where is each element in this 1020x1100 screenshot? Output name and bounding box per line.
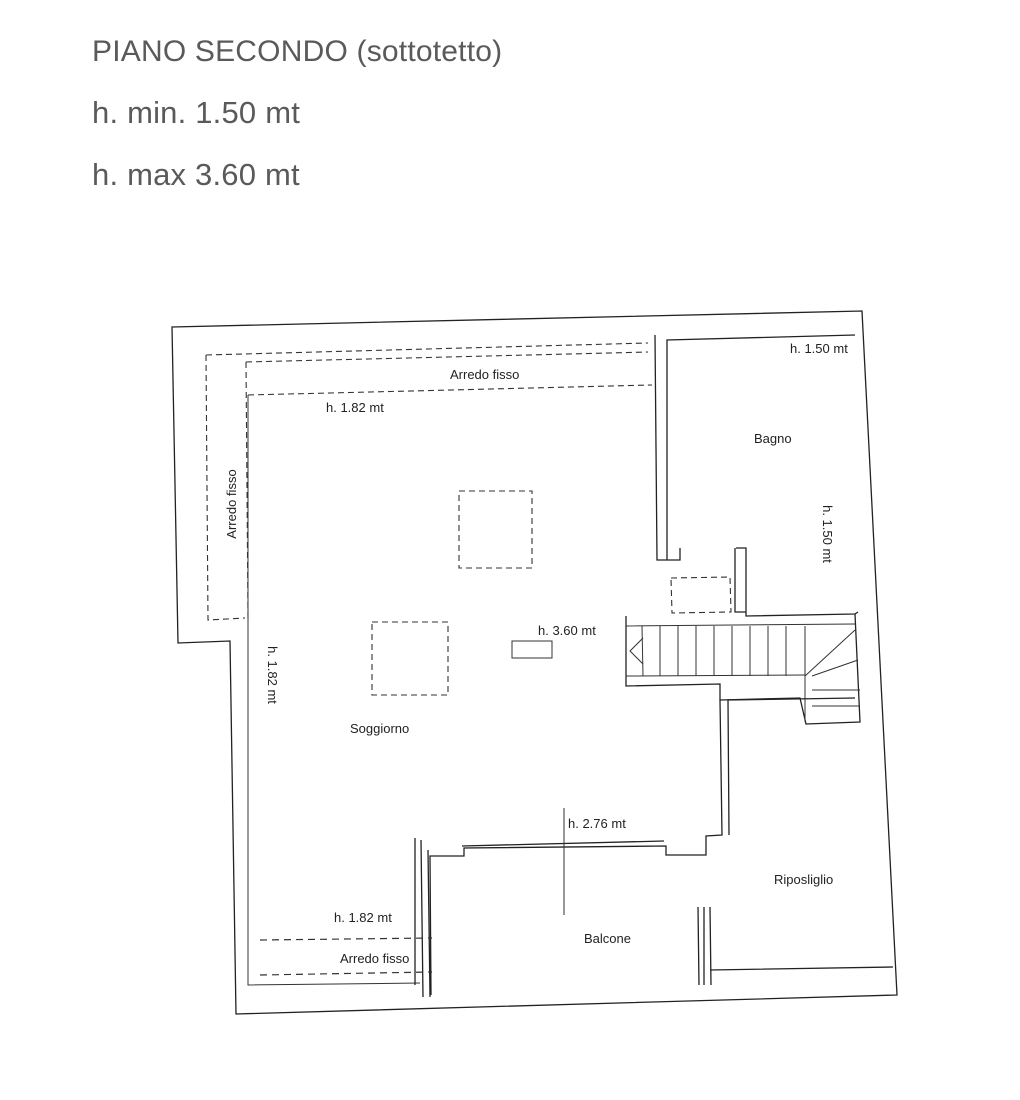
label-bagno: Bagno bbox=[754, 431, 792, 446]
arredo-fisso-bottom-zone bbox=[259, 937, 433, 976]
label-riposliglio: Riposliglio bbox=[774, 872, 833, 887]
label-h-360: h. 3.60 mt bbox=[538, 623, 596, 638]
label-h-182-top: h. 1.82 mt bbox=[326, 400, 384, 415]
label-h-276: h. 2.76 mt bbox=[568, 816, 626, 831]
arredo-fisso-left-zone bbox=[205, 354, 249, 621]
small-fixture bbox=[511, 640, 553, 659]
storage-walls bbox=[414, 699, 723, 998]
riposliglio-wall bbox=[709, 697, 894, 971]
outer-boundary bbox=[171, 310, 898, 1015]
label-h-182-bottom: h. 1.82 mt bbox=[334, 910, 392, 925]
bathroom-fixture bbox=[670, 576, 732, 614]
min-height-note: h. min. 1.50 mt bbox=[92, 95, 301, 130]
balcony-rail bbox=[697, 906, 712, 986]
plan-header: PIANO SECONDO (sottotetto) h. min. 1.50 … bbox=[92, 28, 502, 206]
inner-wall bbox=[247, 395, 421, 986]
floor-title: PIANO SECONDO (sottotetto) bbox=[92, 35, 503, 68]
label-soggiorno: Soggiorno bbox=[350, 721, 409, 736]
skylight-1 bbox=[458, 490, 533, 569]
skylight-2 bbox=[371, 621, 449, 696]
label-h-182-left: h. 1.82 mt bbox=[265, 646, 280, 704]
staircase bbox=[625, 613, 861, 725]
label-arredo-fisso-left: Arredo fisso bbox=[224, 469, 239, 538]
balcony-door-line bbox=[461, 840, 665, 847]
label-h-150-top: h. 1.50 mt bbox=[790, 341, 848, 356]
max-height-note: h. max 3.60 mt bbox=[92, 157, 300, 192]
arredo-fisso-top-zone bbox=[205, 342, 653, 396]
label-h-150-right: h. 1.50 mt bbox=[820, 505, 835, 563]
label-arredo-fisso-bottom: Arredo fisso bbox=[340, 951, 409, 966]
bathroom-walls bbox=[654, 334, 859, 617]
label-balcone: Balcone bbox=[584, 931, 631, 946]
label-arredo-fisso-top: Arredo fisso bbox=[450, 367, 519, 382]
